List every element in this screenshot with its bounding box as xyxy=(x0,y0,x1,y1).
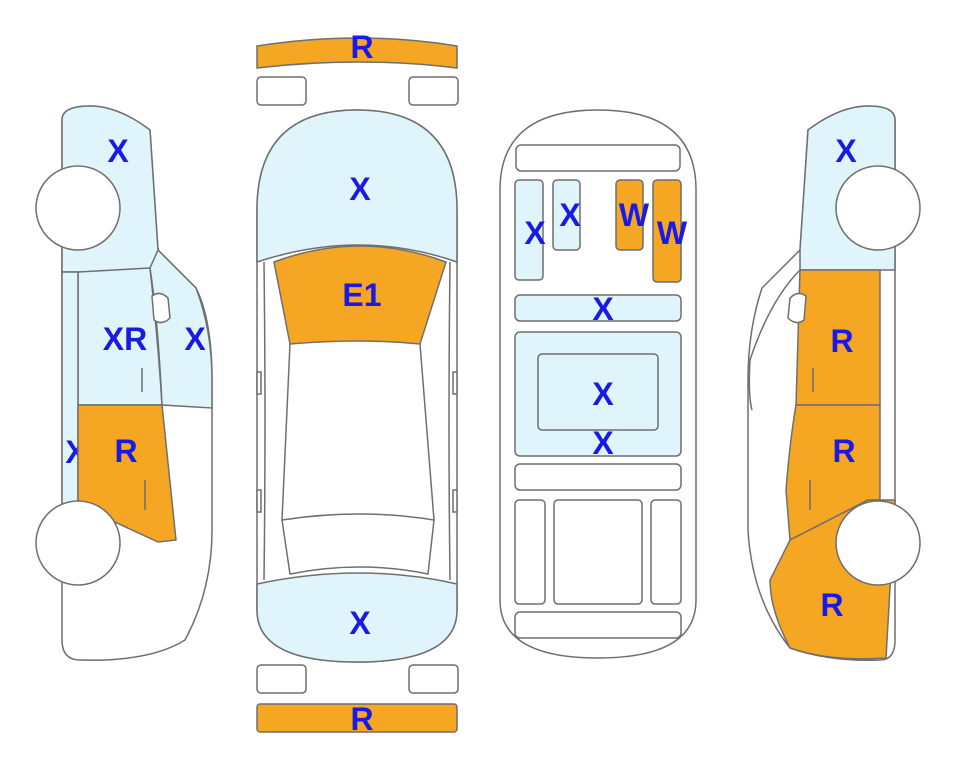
right-front-window-outline xyxy=(748,269,801,411)
roof-outline xyxy=(281,343,435,521)
rear-glass-outline xyxy=(281,519,435,575)
right-mirror-outline xyxy=(787,292,807,324)
front-right-light[interactable] xyxy=(408,76,459,106)
front-left-light[interactable] xyxy=(256,76,307,106)
rear-right-light[interactable] xyxy=(408,664,459,694)
left-rear-door-code: R xyxy=(114,433,137,469)
center-panel-code: X xyxy=(592,376,614,412)
right-rear-wheel xyxy=(835,500,921,586)
seat-left-inner[interactable] xyxy=(552,179,581,251)
seat-right-inner[interactable] xyxy=(615,179,644,251)
right-side-line xyxy=(448,261,451,581)
right-side-view: X R R R xyxy=(747,105,921,661)
left-rocker-panel[interactable] xyxy=(61,271,79,506)
console-bar-code: X xyxy=(592,291,614,327)
seat-right-outer-code: W xyxy=(657,215,688,251)
left-rear-door-panel[interactable] xyxy=(77,404,177,543)
console-bar[interactable] xyxy=(514,294,682,322)
right-front-door-code: R xyxy=(830,323,853,359)
windshield-code: E1 xyxy=(342,277,381,313)
rear-shelf-bar[interactable] xyxy=(514,611,682,639)
windshield-panel[interactable] xyxy=(273,245,447,345)
rear-seat-center[interactable] xyxy=(553,499,643,605)
hood-code: X xyxy=(349,171,371,207)
left-front-wheel xyxy=(35,165,121,251)
seat-right-inner-code: W xyxy=(619,197,650,233)
left-mirror-outline xyxy=(151,292,171,324)
left-front-window-code: X xyxy=(184,321,206,357)
left-side-view: X XR X X R xyxy=(35,105,213,661)
rear-left-light[interactable] xyxy=(256,664,307,694)
trunk-panel[interactable] xyxy=(256,572,458,663)
seat-left-outer-code: X xyxy=(524,215,546,251)
rear-seat-right[interactable] xyxy=(650,499,682,605)
right-rear-quarter-code: R xyxy=(820,587,843,623)
seat-left-outer[interactable] xyxy=(514,179,544,281)
rear-bumper-code: R xyxy=(350,701,373,737)
left-handle xyxy=(256,489,262,513)
left-front-fender-code: X xyxy=(107,133,129,169)
right-handle xyxy=(452,489,458,513)
trunk-code: X xyxy=(349,605,371,641)
front-bumper-code: R xyxy=(350,29,373,65)
hood-panel[interactable] xyxy=(256,109,458,264)
left-rear-wheel xyxy=(35,500,121,586)
left-front-door-code: XR xyxy=(103,321,147,357)
dashboard-bar[interactable] xyxy=(515,144,681,172)
rear-seat-left[interactable] xyxy=(514,499,546,605)
right-front-wheel xyxy=(835,165,921,251)
right-rear-door-code: R xyxy=(832,433,855,469)
right-front-fender-code: X xyxy=(835,133,857,169)
center-panel-inner xyxy=(537,353,659,431)
rear-bumper-panel[interactable] xyxy=(256,703,458,733)
interior-view: X X W W X X X xyxy=(499,109,697,659)
left-mirror xyxy=(256,371,262,395)
center-panel-lower-code: X xyxy=(592,425,614,461)
right-mirror xyxy=(452,371,458,395)
top-view: X E1 X xyxy=(256,109,458,663)
front-bumper-panel[interactable] xyxy=(256,37,458,69)
left-side-line xyxy=(263,261,266,581)
seat-left-inner-code: X xyxy=(559,197,581,233)
rear-console-bar[interactable] xyxy=(514,463,682,491)
seat-right-outer[interactable] xyxy=(652,179,682,283)
